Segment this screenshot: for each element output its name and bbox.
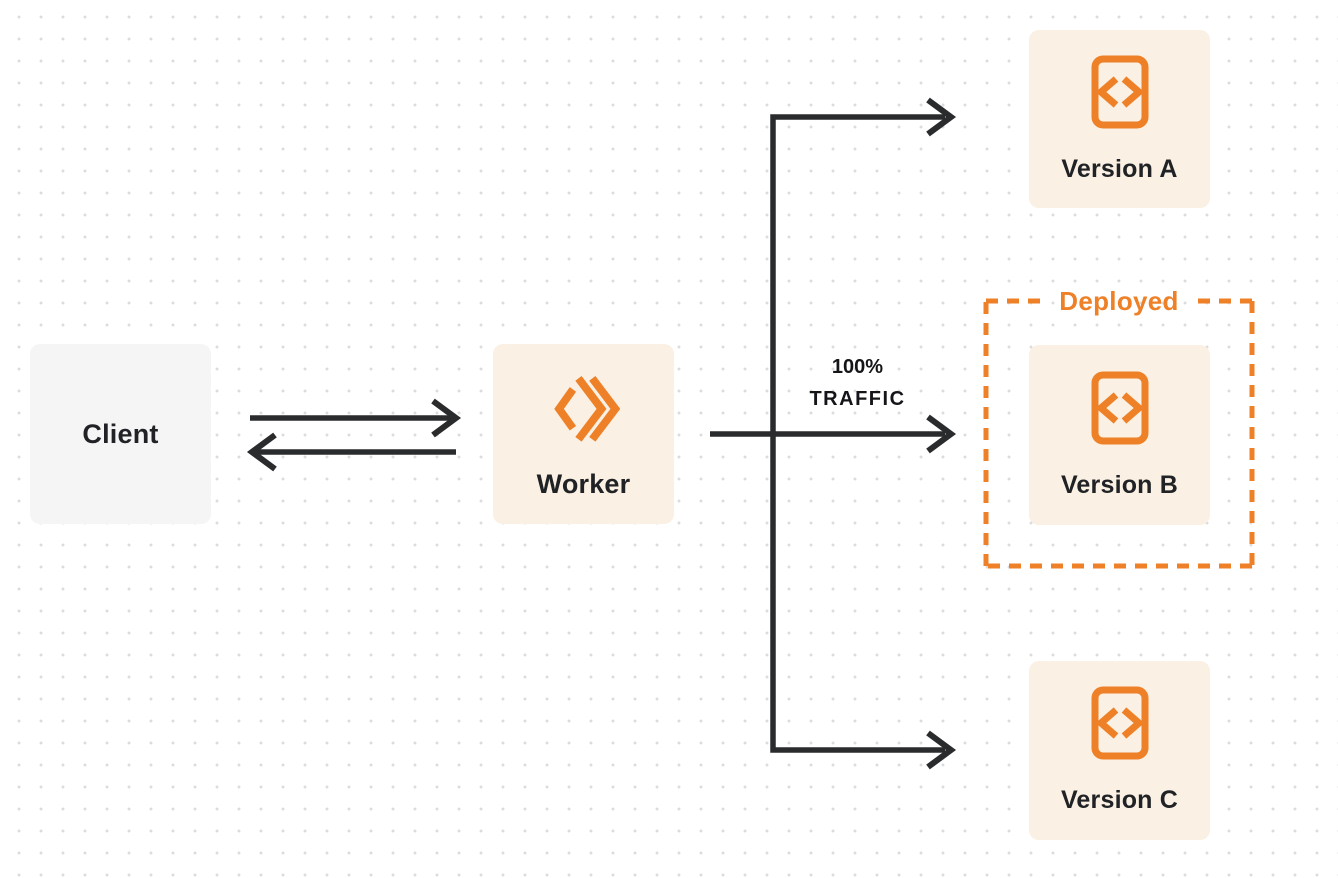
node-version-a: Version A [1029, 30, 1210, 208]
arrow-branch-to-version-c [770, 434, 945, 753]
client-label: Client [82, 418, 159, 449]
code-file-icon [1091, 686, 1148, 760]
arrow-heads [246, 97, 957, 770]
deployed-label: Deployed [1059, 286, 1179, 316]
deployed-dashed-box [983, 298, 1255, 569]
version-c-label: Version C [1060, 786, 1179, 814]
arrowhead-right-icon [926, 730, 957, 770]
cloudflare-workers-icon [553, 375, 620, 442]
worker-label: Worker [536, 468, 631, 499]
traffic-word: TRAFFIC [809, 388, 906, 410]
traffic-label: 100% TRAFFIC [785, 351, 930, 415]
arrowhead-right-icon [431, 398, 462, 438]
node-client: Client [30, 344, 211, 524]
version-b-label: Version B [1060, 470, 1179, 499]
node-worker: Worker [493, 344, 674, 524]
arrowhead-left-icon [246, 432, 277, 472]
node-version-c: Version C [1029, 661, 1210, 840]
version-a-label: Version A [1061, 154, 1178, 183]
arrowhead-right-icon [926, 97, 957, 137]
arrow-lines [250, 114, 945, 753]
arrow-branch-to-version-a [770, 114, 945, 434]
traffic-percent: 100% [831, 356, 884, 378]
code-file-icon [1091, 55, 1148, 128]
arrowhead-right-icon [926, 414, 957, 454]
node-version-b: Version B [1029, 345, 1210, 525]
code-file-icon [1091, 371, 1148, 444]
